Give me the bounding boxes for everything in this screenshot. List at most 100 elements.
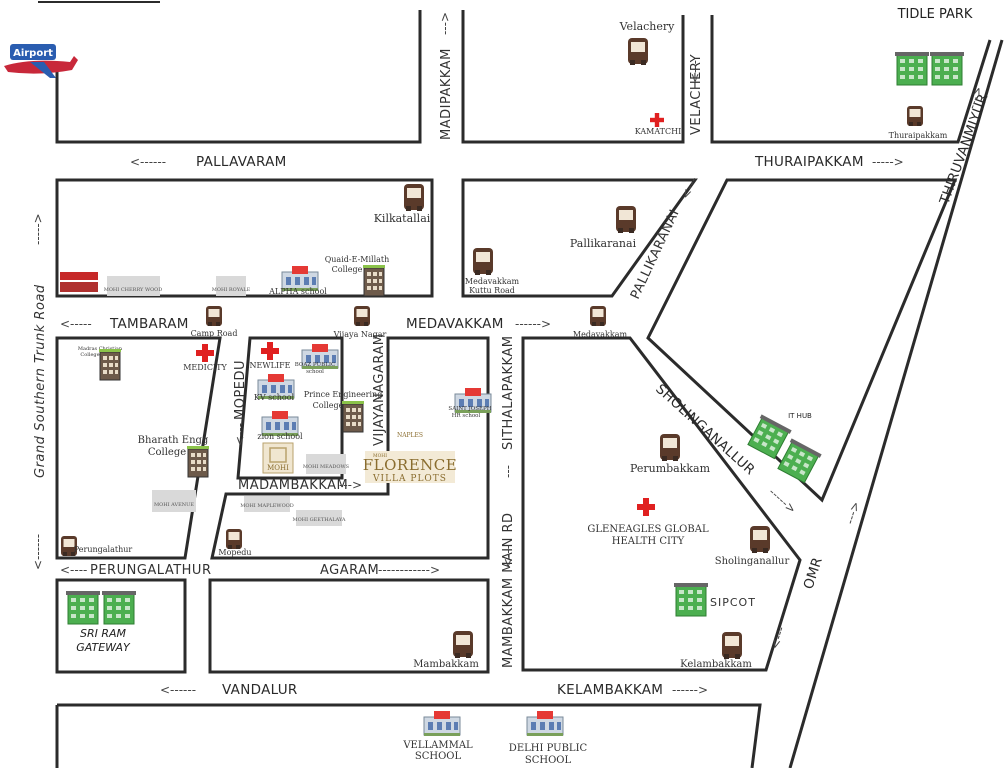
kelambakkam-bus-icon [722,632,742,659]
mopedu-bus-icon [226,529,242,549]
medavakkam-kuttu-label-1: Medavakkam [465,277,520,286]
svg-text:--->: ---> [438,12,452,35]
perumbakkam-label: Perumbakkam [630,462,711,475]
thuraipakkam-bus-label: Thuraipakkam [889,131,948,140]
vandalur-road-label: VANDALUR [222,682,298,698]
kelambakkam-bus-label: Kelambakkam [680,659,752,670]
florence-villa-plots-panel: MOHI FLORENCE VILLA PLOTS [363,451,457,484]
saint-joseph-label-1: SAINT JOSEPH [448,406,491,412]
mohi-royale-panel: MOHI ROYALE [212,276,251,296]
perungalathur-road-label: PERUNGALATHUR [90,563,211,578]
pallavaram-road-label: PALLAVARAM [196,154,287,170]
tambaram-road-label: TAMBARAM [109,316,189,332]
zion-school-label: zion school [257,432,303,441]
vijaya-nagar-bus-icon [354,306,370,326]
svg-text:--->: ---> [843,500,863,526]
sithalapakkam-road-label: SITHALAPAKKAM [501,336,516,450]
svg-text:----->: -----> [872,155,904,169]
svg-text:----->: -----> [766,485,799,517]
newlife-label: NEWLIFE [250,361,291,370]
mohi-avenue-panel: MOHI AVENUE [152,490,196,512]
bharath-college-icon [186,445,210,478]
svg-text:<---: <--- [768,625,788,651]
saint-joseph-label-2: HR school [452,413,481,419]
svg-text:----->: -----> [31,213,45,245]
madipakkam-road-label: MADIPAKKAM [439,48,454,140]
mohi-avenue-label: MOHI AVENUE [154,502,194,508]
vijaya-nagar-label: Vijaya Nagar [333,330,387,339]
svg-text:<---: <--- [233,423,247,446]
medicity-label: MEDICITY [183,363,227,372]
camp-road-label: Camp Road [191,329,238,338]
vellammal-school-icon [423,710,461,737]
sri-ram-label-2: GATEWAY [76,641,131,654]
sholinganallur-bus-label: Sholinganallur [715,556,790,567]
tidle-park-building-icon [894,51,930,86]
madras-christian-college-icon [98,348,122,381]
road-network [38,1,1004,768]
mohi-royale-label: MOHI ROYALE [212,287,251,293]
perumbakkam-bus-icon [660,434,680,461]
svg-text:<---: <--- [501,545,515,568]
kilkatallai-bus-icon [404,184,424,211]
thuraipakkam-bus-icon [907,106,923,126]
gleneagles-label-1: GLENEAGLES GLOBAL [587,524,709,535]
mohi-maplewood-panel: MOHI MAPLEWOOD [240,496,294,512]
quaid-label-1: Quaid-E-Millath [325,255,390,264]
kamatchi-label: KAMATCHI [635,127,682,136]
sri-ram-building-icon-2 [101,590,137,625]
mambakkam-label: Mambakkam [413,659,479,670]
mohi-logo-label: MOHI [267,464,289,472]
gleneagles-label-2: HEALTH CITY [612,536,685,547]
svg-text:<----: <---- [60,563,87,577]
mohi-meadows-panel: MOHI MEADOWS [303,454,350,474]
thiruvanmiyur-road-label: THIRUVANMIYUR [936,92,991,208]
svg-text:------------>: ------------> [378,563,440,577]
svg-text:<------: <------ [160,683,196,697]
sipcot-label: SIPCOT [710,596,756,609]
quaid-label-2: College [332,265,363,274]
omr-road-label: OMR [801,555,826,591]
tidle-park-building-icon-2 [929,51,965,86]
sholinganallur-bus-icon [750,526,770,553]
florence-subtitle: VILLA PLOTS [372,474,447,484]
prince-label-2: College [313,401,344,410]
svg-text:<------: <------ [130,155,166,169]
bharath-label-2: College [148,447,186,458]
boaz-label-2: school [306,369,324,375]
dps-label-2: SCHOOL [525,755,572,766]
velachery-bus-icon [628,38,648,65]
mohi-cherry-wood-label: MOHI CHERRY WOOD [104,287,163,293]
kamatchi-hospital-icon [650,113,664,127]
mohi-maplewood-label: MOHI MAPLEWOOD [240,503,294,509]
mopedu-bus-label: Mopedu [218,548,251,557]
airport-icon: Airport [4,44,78,78]
mopedu-road-label: MOPEDU [233,360,248,420]
medavakkam-bus-label: Medavakkam [573,330,628,339]
pallikaranai-bus-icon [616,206,636,233]
sri-ram-building-icon [65,590,101,625]
mohi-cherry-wood-panel: MOHI CHERRY WOOD [104,276,163,296]
quaid-college-icon [362,264,386,297]
mohi-geethalaya-label: MOHI GEETHALAYA [293,517,346,523]
naples-label: NAPLES [397,432,423,439]
ithub-icon: IT HUB [745,412,823,485]
pallikaranai-label: Pallikaranai [570,237,637,250]
kelambakkam-road-label: KELAMBAKKAM [557,682,663,698]
ithub-label: IT HUB [788,412,812,420]
medavakkam-kuttu-label-2: Kuttu Road [469,286,515,295]
prince-college-icon [341,400,365,433]
dps-label-1: DELHI PUBLIC [509,743,588,754]
logo-icon [60,272,98,292]
svg-text:<-----: <----- [60,317,92,331]
gleneagles-hospital-icon [637,498,655,516]
perungalathur-bus-label: Perungalathur [74,545,133,554]
svg-text:------>: ------> [672,683,708,697]
svg-text:---: --- [501,465,515,478]
medavakkam-bus-icon [590,306,606,326]
sipcot-building-icon [673,582,709,617]
velachery-road-label: VELACHERY [689,54,704,135]
svg-text:--->: ---> [339,478,362,492]
agaram-road-label: AGARAM [320,563,379,578]
